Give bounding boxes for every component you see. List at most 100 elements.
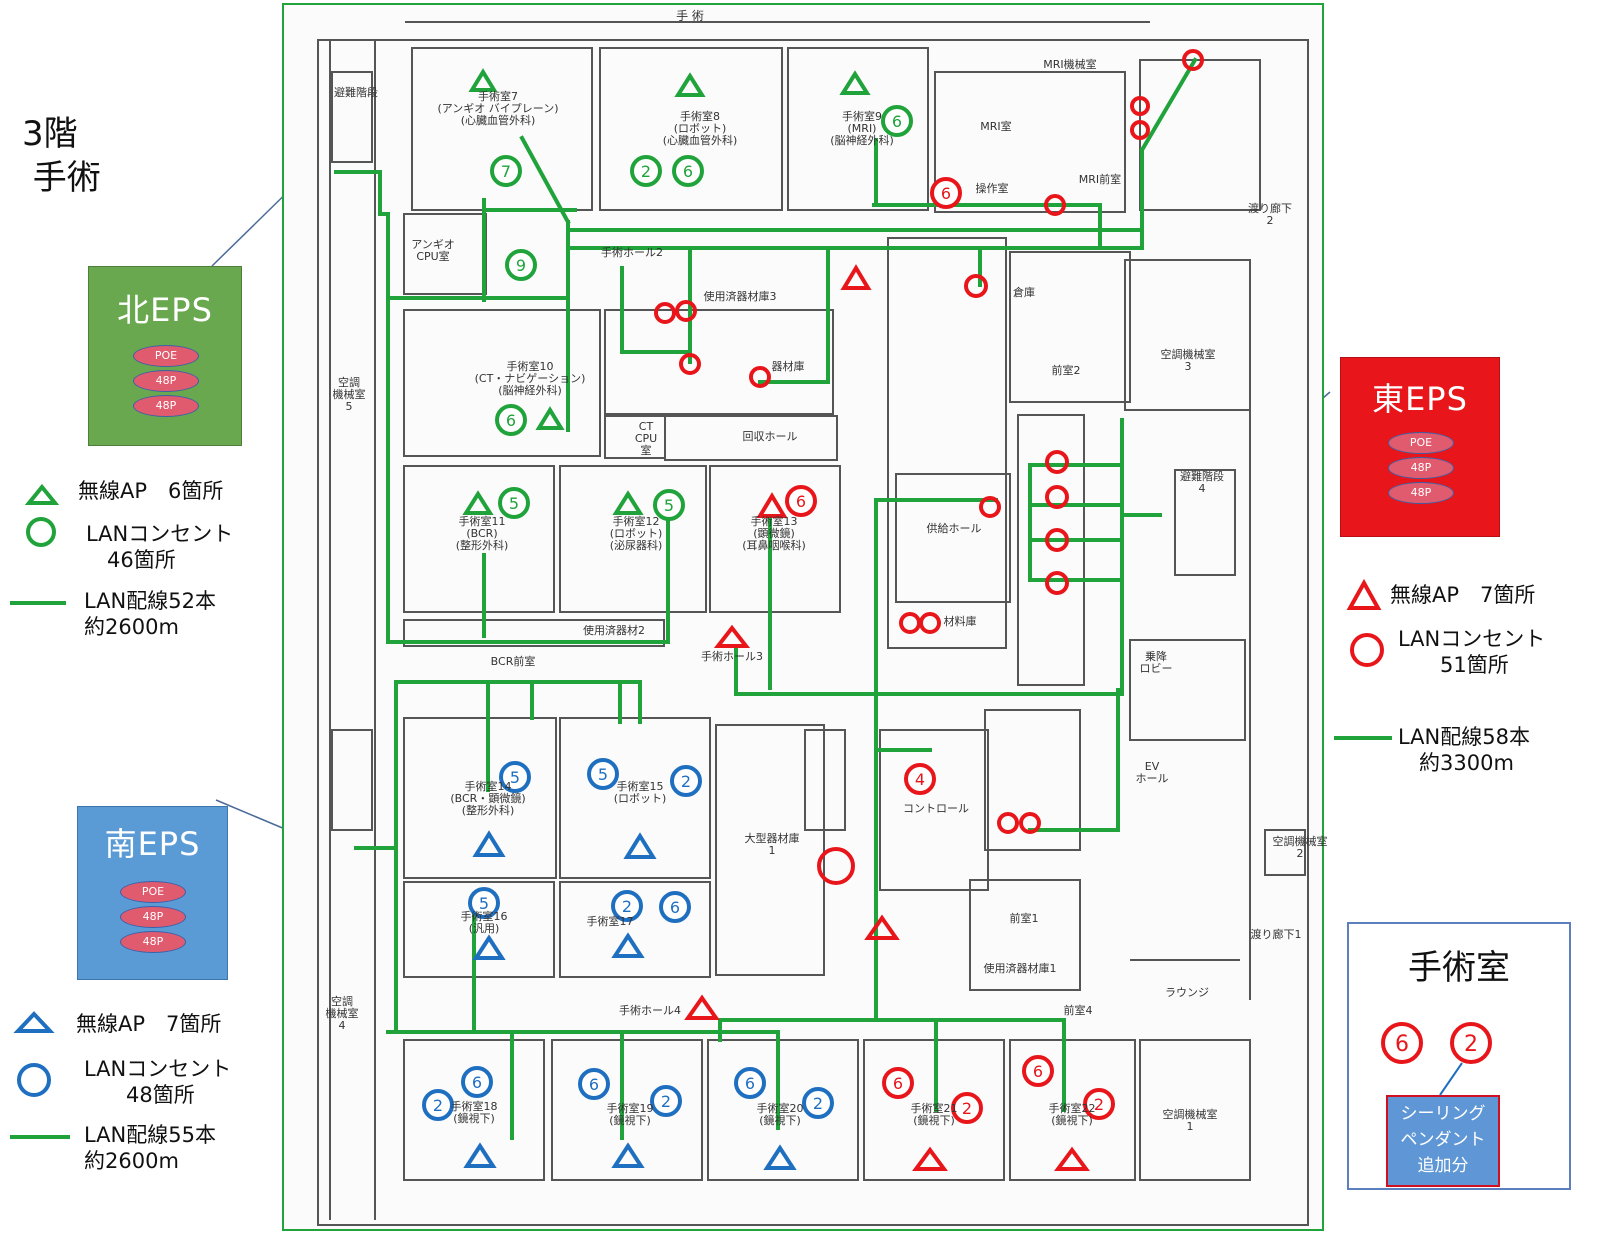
room-label: 供給ホール xyxy=(927,521,982,535)
room-label: 手術ホール4 xyxy=(619,1003,681,1017)
room-label: 器材庫 xyxy=(772,359,805,373)
lan-outlet-marker xyxy=(659,891,691,923)
lan-outlet-count: 6 xyxy=(683,162,693,181)
room-label: 乗降ロビー xyxy=(1140,649,1173,675)
ap-icon xyxy=(468,68,498,92)
lan-outlet-count: 2 xyxy=(962,1099,972,1118)
room-label: 手術室20(鏡視下) xyxy=(757,1101,804,1127)
lan-outlet-marker xyxy=(802,1087,834,1119)
room-label: 使用済器材庫3 xyxy=(704,289,777,303)
lan-outlet-marker xyxy=(881,105,913,137)
ap-icon xyxy=(535,406,565,430)
room-label: MRI室 xyxy=(980,119,1011,133)
room-label: 手術室11(BCR)(整形外科) xyxy=(456,514,509,552)
room-label: 手術室19(鏡視下) xyxy=(607,1101,654,1127)
lan-outlet-count: 2 xyxy=(641,162,651,181)
north-eps-port-48p-2: 48P xyxy=(133,395,199,417)
lan-outlet-marker xyxy=(904,763,936,795)
lan-outlet-marker xyxy=(734,1067,766,1099)
lan-cabling xyxy=(334,57,1198,1140)
room-label: 前室1 xyxy=(1010,911,1039,925)
north-legend-ap: 無線AP 6箇所 xyxy=(78,479,224,503)
lan-outlet-count: 6 xyxy=(506,411,516,430)
room-label: 前室4 xyxy=(1064,1003,1093,1017)
room-label: 手術室16(汎用) xyxy=(461,909,508,935)
lan-outlet-marker xyxy=(490,155,522,187)
lan-outlet-marker xyxy=(578,1068,610,1100)
ap-icon xyxy=(840,264,872,290)
east-eps-port-48p-2: 48P xyxy=(1388,482,1454,504)
lan-outlet-marker xyxy=(650,1085,682,1117)
lan-outlet-marker xyxy=(422,1089,454,1121)
north-eps-title: 北EPS xyxy=(117,291,213,329)
room-label: コントロール xyxy=(903,802,969,815)
north-legend-cable: LAN配線52本 約2600m xyxy=(84,589,216,639)
floor-label: 3階 手術 xyxy=(22,114,101,198)
lan-outlet-count: 5 xyxy=(509,494,519,513)
lan-outlet-count: 6 xyxy=(893,1074,903,1093)
lan-outlet-marker xyxy=(930,177,962,209)
room-label: 手術室21(鏡視下) xyxy=(911,1101,958,1127)
ap-icon xyxy=(1054,1146,1090,1171)
lan-outlet-marker xyxy=(498,487,530,519)
ceiling-pendant-note: シーリング ペンダント 追加分 xyxy=(1386,1095,1500,1187)
south-ap-markers xyxy=(463,830,797,1170)
room-label: 手術室12(ロボット)(泌尿器科) xyxy=(610,514,663,552)
room-label: MRI機械室 xyxy=(1043,57,1096,71)
north-ap-markers xyxy=(462,68,871,515)
room-label: 避難階段 xyxy=(334,85,378,99)
ap-icon xyxy=(462,490,494,515)
lan-outlet-marker xyxy=(587,758,619,790)
lan-outlet-count: 7 xyxy=(501,162,511,181)
ap-icon xyxy=(472,830,506,857)
room-label: 操作室 xyxy=(976,181,1009,195)
room-label: 手術室9(MRI)(脳神経外科) xyxy=(830,109,894,147)
east-eps-title: 東EPS xyxy=(1372,380,1468,418)
lan-outlet-marker xyxy=(1022,1055,1054,1087)
ap-icon xyxy=(612,490,644,515)
room-label: 手術室17 xyxy=(587,914,634,928)
lan-outlet-count: 5 xyxy=(664,496,674,515)
south-eps-title: 南EPS xyxy=(104,825,201,863)
lan-outlet-count: 2 xyxy=(1094,1095,1104,1114)
ap-icon xyxy=(839,70,871,95)
header-label: 手 術 xyxy=(676,9,704,23)
north-eps-port-poe: POE xyxy=(133,345,199,367)
lan-outlet-marker xyxy=(468,887,500,919)
room-label: ラウンジ xyxy=(1165,986,1209,999)
south-eps-port-48p-1: 48P xyxy=(120,906,186,928)
room-label: 手術室7(アンギオ バイプレーン)(心臓血管外科) xyxy=(437,89,558,127)
lan-outlet-count: 6 xyxy=(892,112,902,131)
room-label: 手術室14(BCR・顕微鏡)(整形外科) xyxy=(450,779,525,817)
south-legend-outlet: LANコンセント 48箇所 xyxy=(84,1057,232,1107)
east-eps-box: 東EPS POE 48P 48P xyxy=(1340,357,1500,537)
ap-icon xyxy=(472,934,506,960)
lan-outlet-count: 2 xyxy=(622,897,632,916)
room-label: 倉庫 xyxy=(1013,285,1035,299)
lan-outlet-count: 6 xyxy=(941,184,951,203)
lan-outlet-count: 6 xyxy=(670,898,680,917)
north-eps-box: 北EPS POE 48P 48P xyxy=(88,266,242,446)
east-eps-port-48p-1: 48P xyxy=(1388,457,1454,479)
room-key-outlets: 6 2 xyxy=(1381,1022,1492,1096)
room-label: MRI前室 xyxy=(1079,172,1121,186)
room-label: 渡り廊下1 xyxy=(1251,927,1302,941)
lan-outlet-marker xyxy=(495,404,527,436)
room-key-outlet-a xyxy=(1381,1022,1423,1064)
east-ap-markers xyxy=(684,264,1090,1171)
ap-icon xyxy=(864,914,900,940)
south-legend-cable: LAN配線55本 約2600m xyxy=(84,1123,216,1173)
lan-outlet-marker xyxy=(630,155,662,187)
room-label: 手術室13(顕微鏡)(耳鼻咽喉科) xyxy=(742,514,806,552)
lan-outlet-count: 5 xyxy=(510,768,520,787)
lan-outlet-marker xyxy=(461,1066,493,1098)
room-label: 手術室10(CT・ナビゲーション)(脳神経外科) xyxy=(475,359,586,397)
